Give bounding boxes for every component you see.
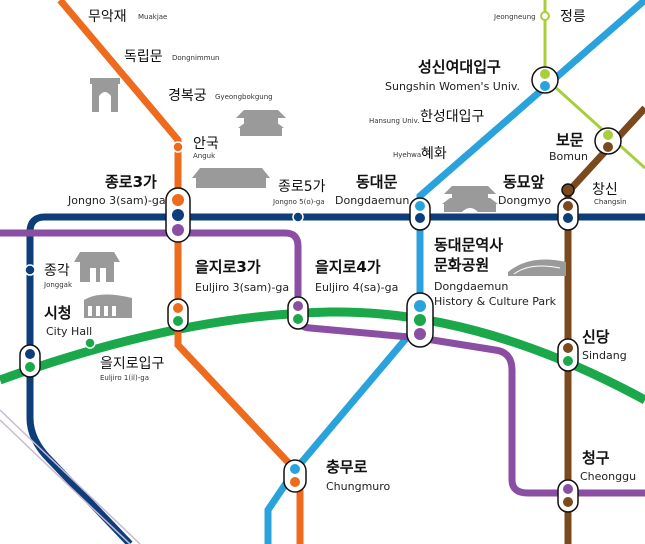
label-jeongneung-ko: 정릉 <box>560 9 586 25</box>
label-changsin-ko: 창신 <box>592 182 618 198</box>
thin-line-b <box>0 419 131 544</box>
jonggak-landmark-icon <box>74 252 120 282</box>
label-chungmuro-en: Chungmuro <box>326 480 391 493</box>
label-jeongneung-en: Jeongneung <box>494 13 536 21</box>
station-marker-cityhall[interactable] <box>19 344 41 378</box>
label-hyehwa-ko: 혜화 <box>421 146 447 162</box>
cityhall-landmark-icon <box>84 294 132 318</box>
label-jongno5ga-ko: 종로5가 <box>278 179 326 195</box>
label-dongnimmun-en: Dongnimmun <box>172 54 220 62</box>
label-changsin-en: Changsin <box>594 198 627 206</box>
label-euljiro4ga-en: Euljiro 4(sa)-ga <box>315 281 399 294</box>
station-marker-dongmyo[interactable] <box>557 197 579 231</box>
label-chungmuro-ko: 충무로 <box>326 458 368 476</box>
dongnimmun-landmark-icon <box>90 78 120 112</box>
label-dongnimmun-ko: 독립문 <box>124 49 163 65</box>
station-marker-changsin[interactable] <box>561 183 575 197</box>
label-sindang-ko: 신당 <box>582 328 610 346</box>
heunginjimun-landmark-icon <box>442 186 498 212</box>
label-anguk-en: Anguk <box>193 152 216 160</box>
label-ddp-ko-2: 문화공원 <box>434 256 490 274</box>
label-dongmyo-en: Dongmyo <box>498 194 552 207</box>
label-bomun-en: Bomun <box>549 150 588 163</box>
label-cheonggu-ko: 청구 <box>582 449 610 467</box>
station-marker-euljiro4ga[interactable] <box>287 296 309 330</box>
ddp-landmark-icon <box>508 259 566 276</box>
label-jongno3ga-ko: 종로3가 <box>105 173 157 191</box>
line-3 <box>57 0 304 544</box>
label-hansung-en: Hansung Univ. <box>369 117 420 125</box>
line-2 <box>0 307 645 404</box>
label-gyeongbokgung-ko: 경복궁 <box>168 88 207 104</box>
station-marker-jeongneung[interactable] <box>540 11 550 21</box>
station-marker-jonggak[interactable] <box>24 264 36 276</box>
label-anguk-ko: 안국 <box>193 136 219 152</box>
label-jongno3ga-en: Jongno 3(sam)-ga <box>68 194 166 207</box>
station-marker-euljiro1ga[interactable] <box>84 337 96 349</box>
label-cheonggu-en: Cheonggu <box>580 470 637 483</box>
label-euljiro4ga-ko: 을지로4가 <box>315 258 381 276</box>
label-hansung-ko: 한성대입구 <box>420 109 485 125</box>
label-muakjae-en: Muakjae <box>138 13 168 21</box>
label-dongmyo-ko: 동묘앞 <box>503 173 545 191</box>
station-marker-euljiro3ga[interactable] <box>167 298 189 332</box>
label-sungshin-en: Sungshin Women's Univ. <box>385 80 521 93</box>
label-bomun-ko: 보문 <box>556 131 584 149</box>
label-ddp-en-2: History & Culture Park <box>434 295 557 308</box>
station-marker-chungmuro[interactable] <box>283 459 307 493</box>
label-jonggak-en: Jonggak <box>44 281 73 289</box>
station-marker-sungshin[interactable] <box>531 66 559 94</box>
thin-line-a <box>0 409 141 544</box>
station-marker-jongno3ga[interactable] <box>165 187 191 243</box>
station-marker-sindang[interactable] <box>557 338 579 372</box>
station-marker-bomun[interactable] <box>594 127 622 155</box>
label-euljiro1ga-en: Euljiro 1(il)-ga <box>100 374 149 382</box>
station-marker-dongdaemun[interactable] <box>409 197 431 231</box>
label-dongdaemun-en: Dongdaemun <box>335 194 410 207</box>
label-cityhall-en: City Hall <box>46 325 93 338</box>
label-euljiro1ga-ko: 을지로입구 <box>100 356 165 372</box>
label-euljiro3ga-ko: 을지로3가 <box>195 258 261 276</box>
station-marker-cheonggu[interactable] <box>557 479 579 513</box>
label-hyehwa-en: Hyehwa <box>393 151 422 159</box>
label-ddp-en-1: Dongdaemun <box>434 280 509 293</box>
label-cityhall-ko: 시청 <box>44 304 72 322</box>
gyeongbokgung-landmark-icon <box>236 110 286 136</box>
station-marker-anguk[interactable] <box>172 141 184 153</box>
label-sindang-en: Sindang <box>582 349 627 362</box>
label-dongdaemun-ko: 동대문 <box>356 173 398 191</box>
label-sungshin-ko: 성신여대입구 <box>418 58 501 76</box>
label-jonggak-ko: 종각 <box>44 263 70 279</box>
label-euljiro3ga-en: Euljiro 3(sam)-ga <box>195 281 290 294</box>
label-muakjae-ko: 무악재 <box>88 9 127 25</box>
anguk-landmark-icon <box>192 168 270 188</box>
label-gyeongbokgung-en: Gyeongbokgung <box>215 93 273 101</box>
line-4 <box>264 0 645 544</box>
label-ddp-ko-1: 동대문역사 <box>434 236 504 254</box>
label-jongno5ga-en: Jongno 5(o)-ga <box>273 198 325 206</box>
station-marker-ddp[interactable] <box>406 292 434 348</box>
station-marker-jongno5ga[interactable] <box>292 211 304 223</box>
